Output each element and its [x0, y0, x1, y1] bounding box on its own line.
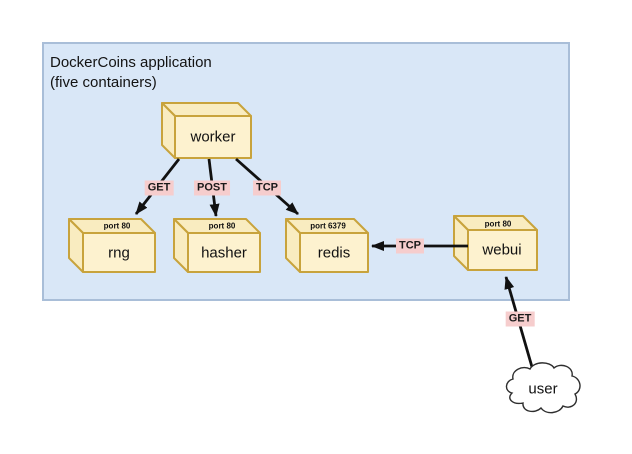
node-rng-label: rng	[108, 244, 130, 262]
node-redis-box	[285, 218, 369, 273]
edge-webui-redis-label: TCP	[396, 238, 424, 254]
diagram-title-line1: DockerCoins application	[50, 54, 212, 71]
redis-port-label: port 6379	[310, 221, 346, 231]
edge-worker-hasher-label: POST	[194, 180, 230, 196]
rng-port-label: port 80	[103, 221, 131, 231]
edge-worker-redis-label: TCP	[253, 180, 281, 196]
node-webui-label: webui	[482, 241, 522, 259]
diagram-title-line2: (five containers)	[50, 74, 157, 91]
diagram-title: DockerCoins application (five containers…	[50, 53, 212, 93]
hasher-port-label: port 80	[208, 221, 236, 231]
node-worker-box	[161, 102, 252, 159]
node-rng-box	[68, 218, 156, 273]
node-hasher-box	[173, 218, 261, 273]
edge-worker-rng-label: GET	[144, 180, 174, 196]
node-webui-box	[453, 215, 538, 271]
user-cloud-shape	[505, 362, 581, 414]
webui-port-label: port 80	[484, 219, 512, 229]
node-hasher-label: hasher	[201, 244, 247, 262]
node-user-label: user	[528, 380, 558, 398]
edge-user-webui-label: GET	[505, 311, 535, 327]
node-redis-label: redis	[317, 244, 351, 262]
node-worker-label: worker	[190, 128, 236, 146]
